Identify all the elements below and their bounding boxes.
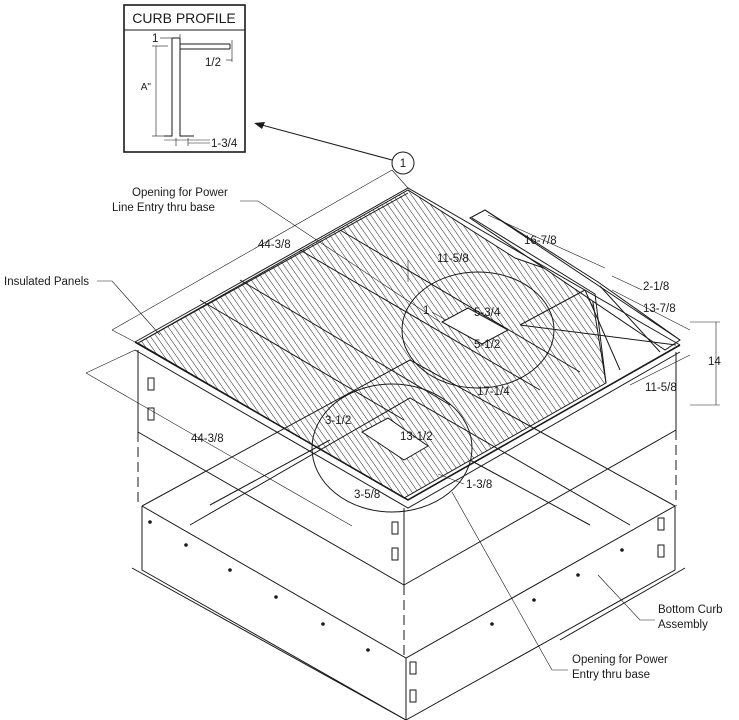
profile-dim-bottom: 1-3/4 [175, 138, 238, 150]
svg-text:11-5/8: 11-5/8 [437, 253, 469, 265]
svg-text:13-7/8: 13-7/8 [643, 303, 676, 315]
profile-dim-top: 1 [152, 33, 181, 45]
svg-text:1-3/8: 1-3/8 [466, 479, 492, 491]
label-opening-power-entry: Opening for Power Entry thru base [451, 491, 668, 681]
dim-left-side-length: 44-3/8 [85, 349, 353, 527]
upper-curb-assembly [134, 187, 681, 586]
dim-top-left-length: 44-3/8 [111, 169, 409, 343]
dim-opening-a-offset: 11-5/8 [407, 253, 469, 282]
dims-opening-b: 3-1/2 13-1/2 3-5/8 1-3/8 [325, 415, 492, 501]
curb-profile-title: CURB PROFILE [132, 10, 235, 26]
svg-text:44-3/8: 44-3/8 [258, 239, 291, 251]
power-line-opening-top [440, 307, 510, 345]
assembly-connector-lines [137, 430, 677, 660]
bottom-curb-assembly [131, 359, 686, 720]
dim-width-16-7-8: 16-7/8 [487, 214, 606, 269]
svg-text:Insulated Panels: Insulated Panels [4, 276, 89, 288]
svg-text:1/2: 1/2 [205, 57, 221, 69]
svg-text:44-3/8: 44-3/8 [191, 433, 224, 445]
svg-text:Opening for Power: Opening for Power [132, 187, 228, 199]
dim-height-14: 14 [690, 321, 721, 406]
callout-marker: 1 [391, 151, 415, 175]
curb-profile-shape [164, 37, 231, 141]
svg-text:1: 1 [152, 33, 158, 45]
svg-text:5-1/2: 5-1/2 [474, 339, 500, 351]
dim-width-2-1-8: 2-1/8 [611, 275, 669, 293]
curb-profile-inset: CURB PROFILE 1 1/2 A" [123, 4, 246, 153]
power-entry-opening-bottom [361, 417, 429, 461]
svg-text:A": A" [141, 82, 152, 93]
detail-circle-top [401, 271, 555, 389]
dim-width-13-7-8: 13-7/8 [611, 289, 691, 331]
svg-text:1: 1 [400, 158, 406, 170]
svg-text:Entry thru base: Entry thru base [572, 669, 650, 681]
dims-opening-a: 1 5-3/4 5-1/2 17-1/4 [423, 305, 510, 398]
svg-text:1-3/4: 1-3/4 [211, 138, 238, 150]
svg-text:1: 1 [423, 305, 429, 317]
svg-text:13-1/2: 13-1/2 [400, 431, 433, 443]
svg-text:Line Entry thru base: Line Entry thru base [112, 202, 215, 214]
dim-lower-11-5-8: 11-5/8 [629, 354, 691, 394]
label-opening-power-line: Opening for Power Line Entry thru base [112, 187, 441, 323]
label-bottom-curb: Bottom Curb Assembly [597, 574, 723, 631]
svg-text:3-5/8: 3-5/8 [354, 489, 380, 501]
bottom-curb-holes [148, 520, 624, 652]
wall-brackets [147, 377, 665, 561]
curb-profile-frame [123, 4, 246, 153]
svg-text:17-1/4: 17-1/4 [477, 386, 510, 398]
svg-text:14: 14 [708, 356, 721, 368]
svg-text:3-1/2: 3-1/2 [325, 415, 351, 427]
label-insulated-panels: Insulated Panels [4, 276, 161, 336]
svg-text:5-3/4: 5-3/4 [474, 307, 501, 319]
svg-text:Bottom Curb: Bottom Curb [658, 604, 723, 616]
profile-dim-flange: 1/2 [205, 40, 233, 69]
detail-circle-bottom [311, 383, 473, 513]
svg-text:2-1/8: 2-1/8 [643, 281, 669, 293]
svg-text:11-5/8: 11-5/8 [645, 382, 677, 394]
svg-text:Assembly: Assembly [658, 619, 708, 631]
profile-dim-height: A" [141, 45, 168, 137]
svg-text:16-7/8: 16-7/8 [524, 235, 557, 247]
profile-leader-arrow [254, 122, 393, 161]
svg-text:Opening for Power: Opening for Power [572, 654, 668, 666]
